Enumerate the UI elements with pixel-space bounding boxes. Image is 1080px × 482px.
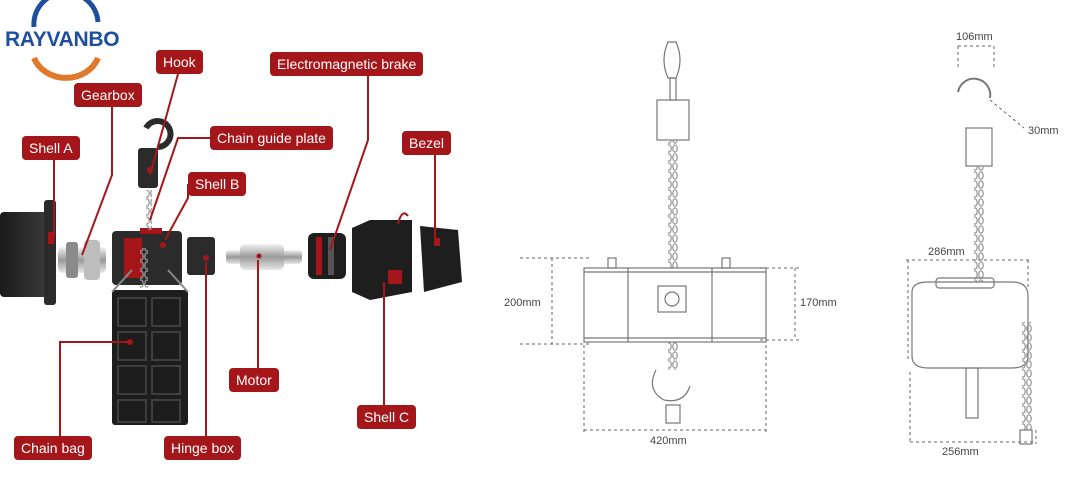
motor-part xyxy=(226,244,302,270)
gearbox-part xyxy=(58,240,106,280)
hook-part xyxy=(138,118,174,288)
label-shell-c: Shell C xyxy=(357,405,417,429)
front-view-drawing xyxy=(583,41,767,424)
brand-logo-mark xyxy=(31,0,101,81)
side-width-bottom-dimension: 256mm xyxy=(942,446,979,458)
side-view-dimension-lines xyxy=(906,45,1037,444)
leader-lines xyxy=(53,73,436,438)
front-width-dimension: 420mm xyxy=(650,435,687,447)
label-motor: Motor xyxy=(229,368,279,392)
label-chain-bag: Chain bag xyxy=(14,436,92,460)
electromagnetic-brake-part xyxy=(308,233,346,279)
label-hinge-box: Hinge box xyxy=(164,436,242,460)
front-height-total-dimension: 200mm xyxy=(504,297,541,309)
side-view-drawing xyxy=(911,77,1033,445)
label-shell-b: Shell B xyxy=(188,172,247,196)
side-hook-depth-dimension: 30mm xyxy=(1028,125,1059,137)
label-gearbox: Gearbox xyxy=(74,83,142,107)
label-shell-a: Shell A xyxy=(22,136,80,160)
bezel-part xyxy=(420,226,462,292)
front-view-dimension-lines xyxy=(520,257,800,432)
label-electromagnetic-brake: Electromagnetic brake xyxy=(270,52,424,76)
brand-name: RAYVANBO xyxy=(5,28,120,51)
label-hook: Hook xyxy=(156,50,203,74)
label-bezel: Bezel xyxy=(402,131,452,155)
chain-bag-part xyxy=(111,269,189,425)
hinge-box-part xyxy=(187,237,215,275)
label-chain-guide-plate: Chain guide plate xyxy=(210,126,333,150)
side-width-top-dimension: 286mm xyxy=(928,246,965,258)
shell-a-part xyxy=(0,200,56,305)
shell-c-part xyxy=(352,212,412,300)
front-height-body-dimension: 170mm xyxy=(800,297,837,309)
side-hook-width-dimension: 106mm xyxy=(956,31,993,43)
